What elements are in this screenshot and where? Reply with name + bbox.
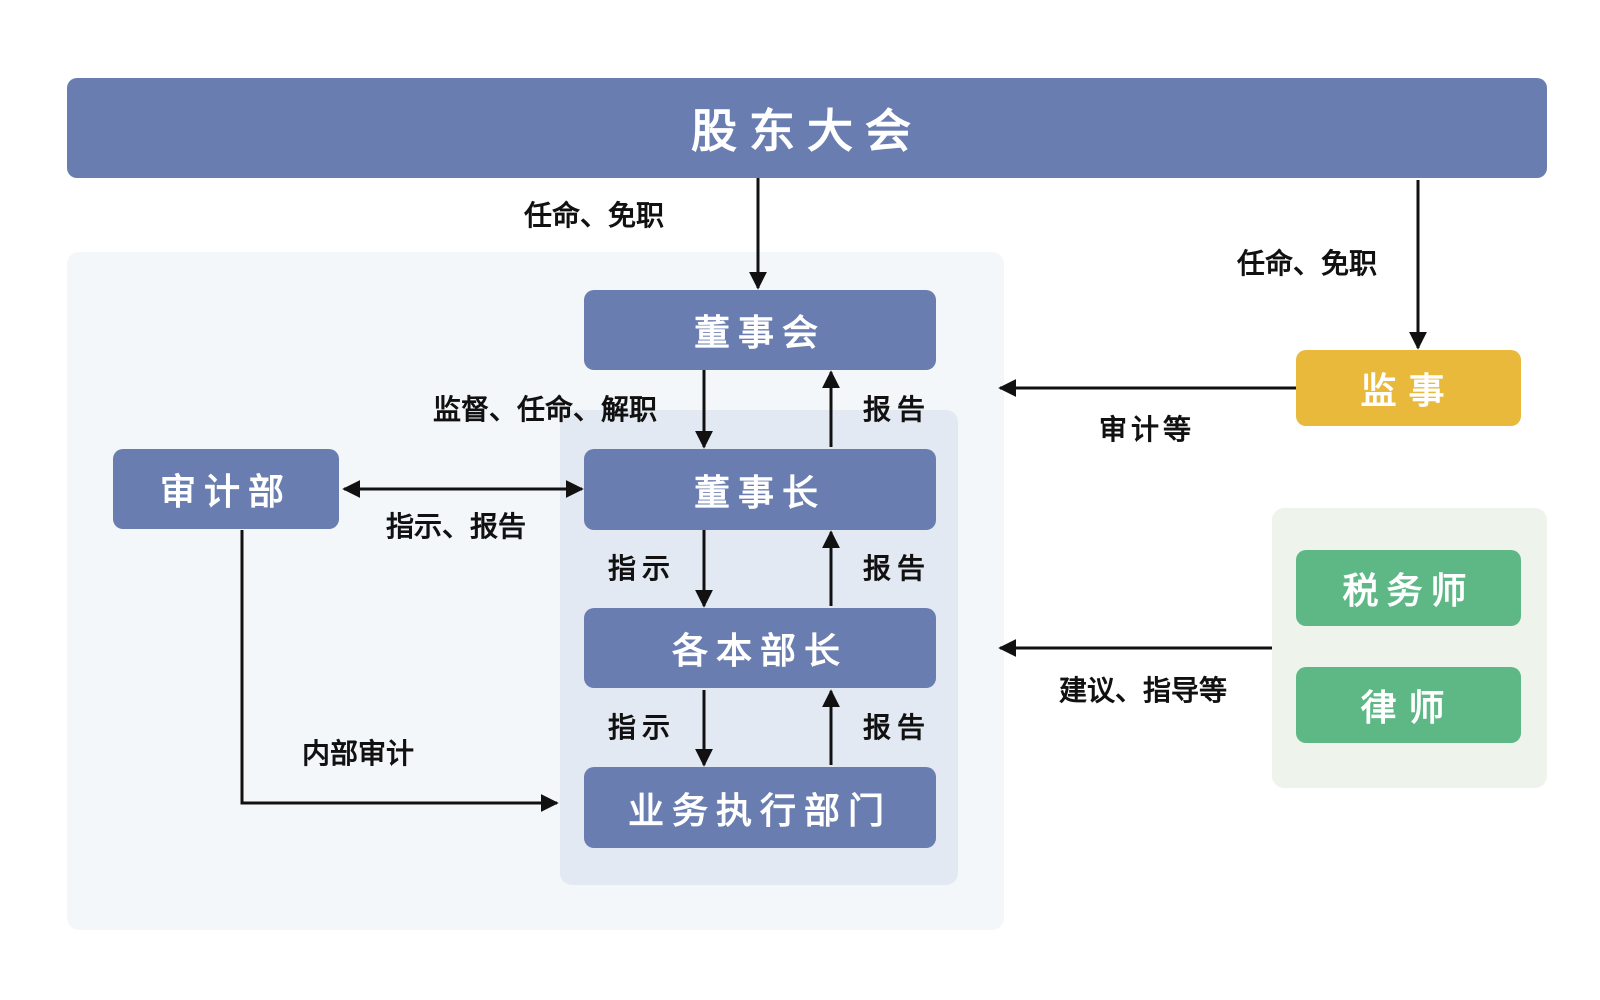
label-board-to-chairman: 监督、任命、解职: [433, 393, 658, 426]
label-shareholders-to-supervisor: 任命、免职: [1237, 247, 1378, 280]
board-node: 董事会: [584, 290, 936, 370]
arrow-audit-to-departments: [240, 530, 559, 812]
label-audit-chairman: 指示、报告: [386, 510, 527, 543]
label-advisors-to-company: 建议、指导等: [1059, 674, 1228, 707]
chairman-node: 董事长: [584, 449, 936, 530]
label-chairman-to-board: 报告: [863, 393, 932, 426]
label-supervisor-to-company: 审计等: [1099, 413, 1196, 446]
label-chairman-to-ministers: 指示: [608, 552, 677, 585]
lawyer-node: 律师: [1296, 667, 1521, 743]
label-ministers-to-departments: 指示: [608, 711, 677, 744]
label-shareholders-to-board: 任命、免职: [524, 199, 665, 232]
shareholders-node: 股东大会: [67, 78, 1547, 178]
label-ministers-to-chairman: 报告: [863, 552, 932, 585]
label-departments-to-ministers: 报告: [863, 711, 932, 744]
supervisor-node: 监事: [1296, 350, 1521, 426]
departments-node: 业务执行部门: [584, 767, 936, 848]
audit-dept-node: 审计部: [113, 449, 339, 529]
ministers-node: 各本部长: [584, 608, 936, 688]
label-audit-to-departments: 内部审计: [302, 737, 415, 770]
tax-advisor-node: 税务师: [1296, 550, 1521, 626]
